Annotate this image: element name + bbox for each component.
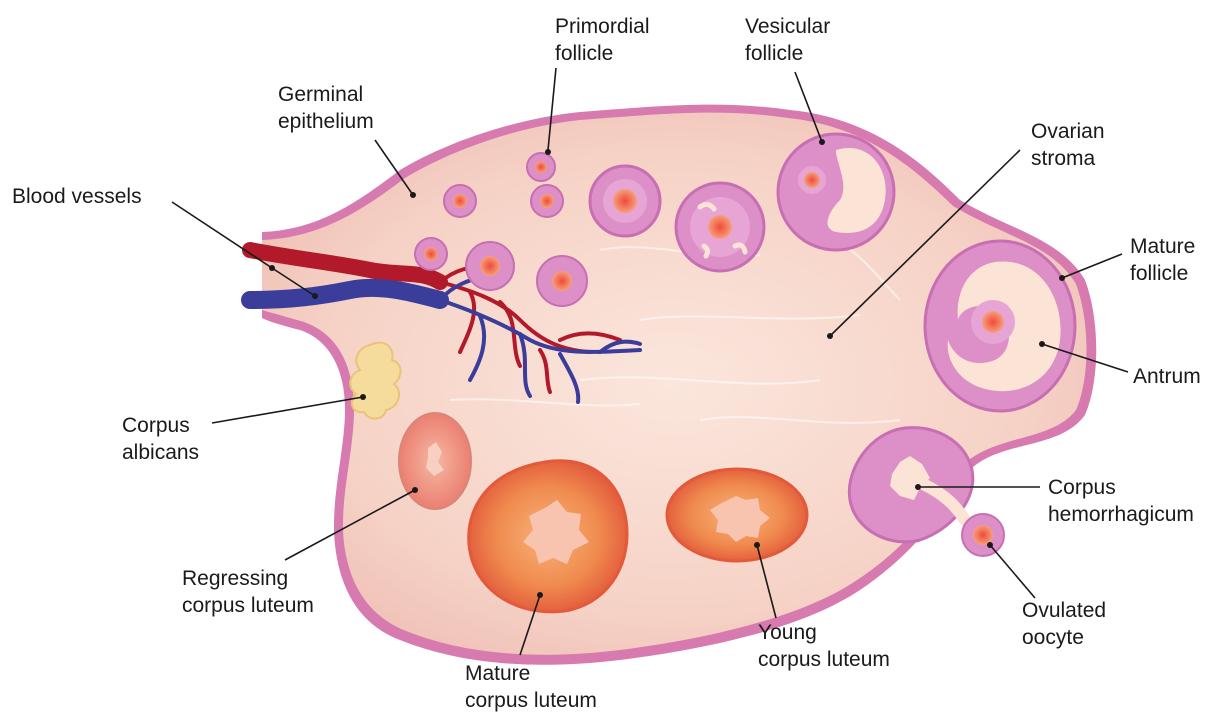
primordial-oocyte <box>424 247 438 261</box>
vesicular-follicle <box>778 134 894 250</box>
label-blood-vessels: Blood vessels <box>12 185 142 208</box>
label-mature-follicle: Mature follicle <box>1130 235 1201 285</box>
leader-dot-corpus-hemorrhagicum <box>915 484 921 490</box>
secondary-oocyte <box>613 189 637 213</box>
label-antrum: Antrum <box>1133 365 1201 388</box>
primordial-oocyte <box>535 161 547 173</box>
ovulated-oocyte <box>962 514 1004 556</box>
leader-ovulated-oocyte <box>990 545 1035 598</box>
leader-dot-young-corpus-luteum <box>754 542 760 548</box>
label-primordial-follicle: Primordial follicle <box>555 15 655 65</box>
corpus-albicans <box>350 343 400 419</box>
leader-dot-germinal-epithelium <box>410 192 416 198</box>
label-corpus-hemorrhagicum: Corpus hemorrhagicum <box>1048 476 1194 526</box>
regressing-corpus-luteum <box>399 413 471 509</box>
primordial-oocyte <box>540 194 554 208</box>
label-mature-corpus-luteum: Mature corpus luteum <box>465 662 597 712</box>
primary-oocyte <box>480 256 500 276</box>
leader-dot-vesicular-follicle <box>819 139 825 145</box>
mature-follicle <box>925 241 1075 411</box>
label-regressing-corpus-luteum: Regressing corpus luteum <box>182 567 314 617</box>
young-corpus-luteum <box>667 469 807 561</box>
primordial-oocyte <box>453 194 467 208</box>
mature-corpus-luteum <box>469 461 627 612</box>
leader-dot-ovarian-stroma <box>827 333 833 339</box>
primary-oocyte <box>552 271 572 291</box>
label-ovarian-stroma: Ovarian stroma <box>1031 120 1110 170</box>
vesicular-oocyte <box>804 172 820 188</box>
label-young-corpus-luteum: Young corpus luteum <box>758 621 890 671</box>
label-vesicular-follicle: Vesicular follicle <box>745 15 836 65</box>
leader-dot-mature-follicle <box>1059 275 1065 281</box>
leader-dot-primordial-follicle <box>545 149 551 155</box>
leader-dot-blood-vessels-vein <box>312 293 318 299</box>
leader-dot-regressing-corpus-luteum <box>412 487 418 493</box>
leader-dot-mature-corpus-luteum <box>537 592 543 598</box>
label-germinal-epithelium: Germinal epithelium <box>278 83 374 133</box>
label-corpus-albicans: Corpus albicans <box>122 414 199 464</box>
leader-blood-vessels <box>172 202 272 268</box>
late-secondary-oocyte <box>708 215 732 239</box>
mature-follicle-oocyte <box>982 311 1004 333</box>
leader-corpus-albicans <box>212 397 363 423</box>
leader-dot-ovulated-oocyte <box>987 542 993 548</box>
leader-dot-antrum <box>1039 341 1045 347</box>
leader-dot-corpus-albicans <box>360 394 366 400</box>
label-ovulated-oocyte: Ovulated oocyte <box>1022 599 1112 649</box>
